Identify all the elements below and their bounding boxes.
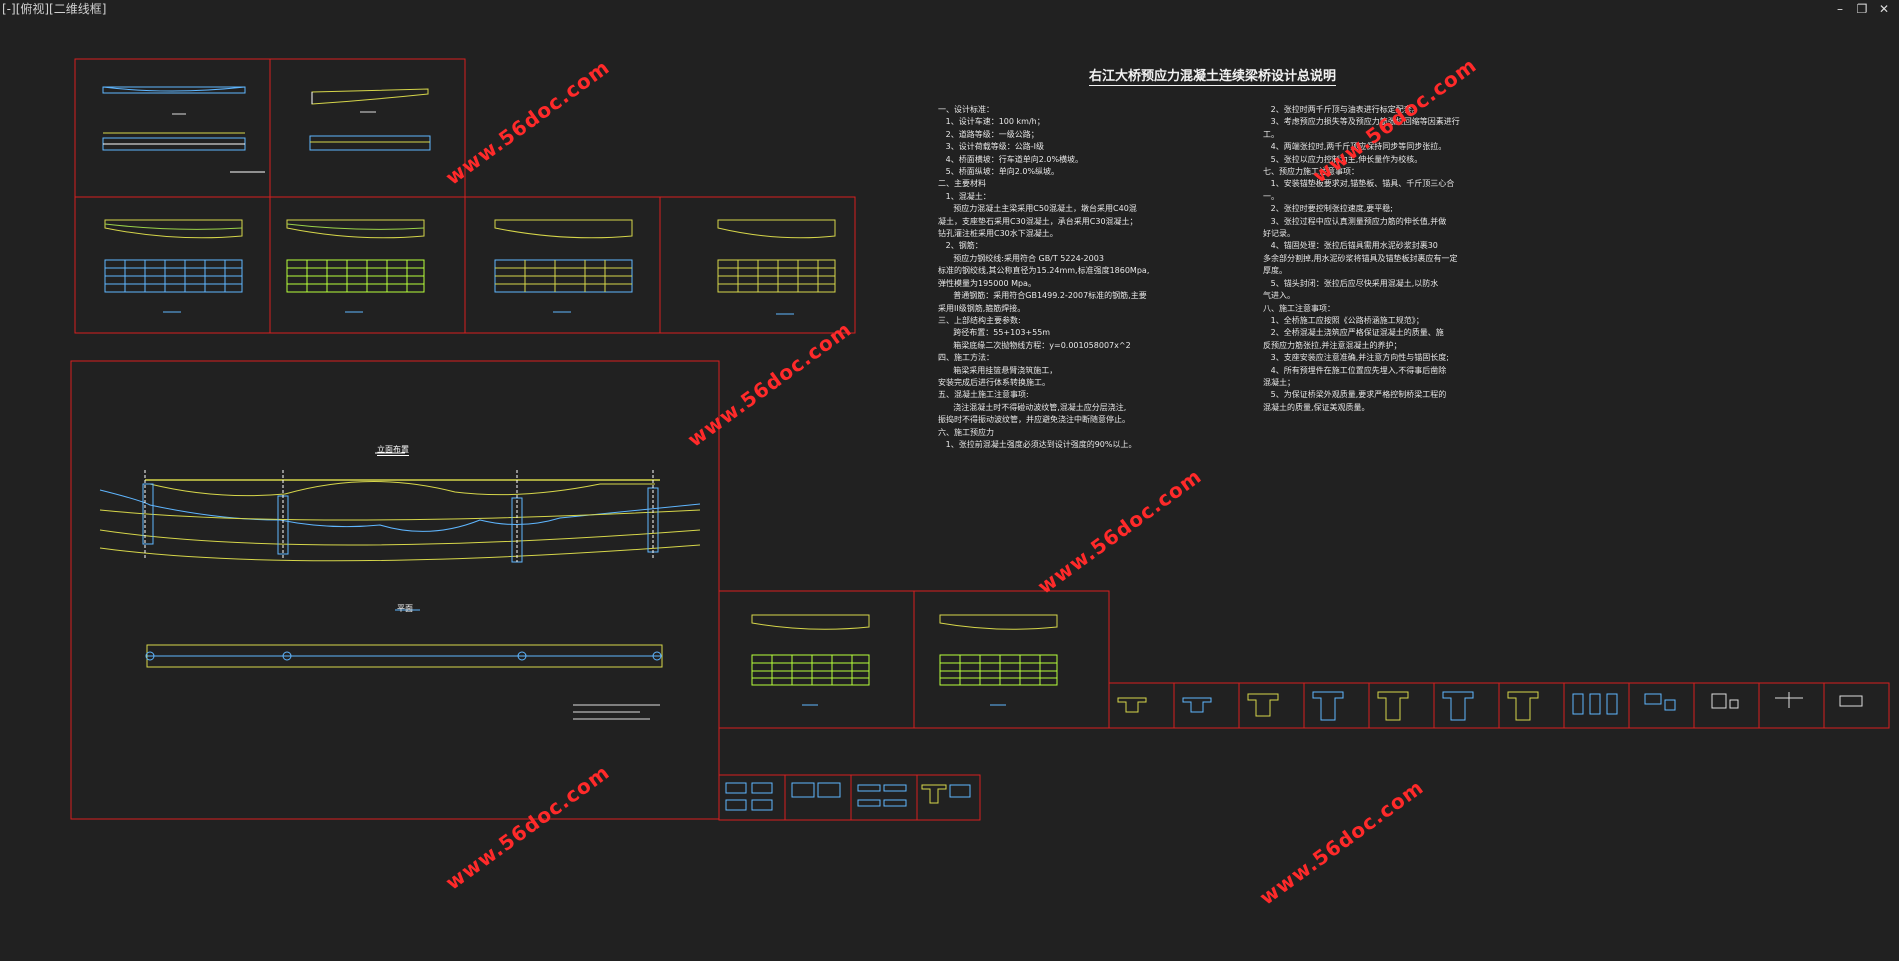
viewport-label[interactable]: [-][俯视][二维线框]	[2, 2, 107, 16]
restore-button[interactable]: ❐	[1856, 2, 1868, 16]
close-button[interactable]: ✕	[1878, 2, 1890, 16]
sheet-row2-grids	[104, 219, 836, 315]
bridge-plan	[145, 609, 663, 720]
design-notes-title: 右江大桥预应力混凝土连续梁桥设计总说明	[1089, 65, 1337, 86]
sheet-1-content	[102, 86, 265, 173]
plan-caption: 平面	[397, 604, 413, 613]
sheet-elevation-frame	[70, 360, 720, 820]
elevation-caption: 立面布置	[377, 445, 409, 456]
cross-section-strip	[1108, 682, 1890, 729]
minimize-button[interactable]: –	[1837, 2, 1843, 16]
bridge-elevation	[99, 452, 701, 563]
window-controls: – ❐ ✕	[1833, 2, 1891, 16]
sheet-girder-overview	[74, 58, 856, 334]
design-notes-left: 一、设计标准： 1、设计车速：100 km/h； 2、道路等级：一级公路； 3、…	[938, 105, 1150, 449]
sheet-2-content	[309, 88, 431, 151]
bottom-section-sheets	[718, 774, 981, 821]
design-notes-right: 2、张拉时两千斤顶与油表进行标定配套。 3、考虑预应力损失等及预应力筋张拉回缩等…	[1263, 105, 1460, 412]
